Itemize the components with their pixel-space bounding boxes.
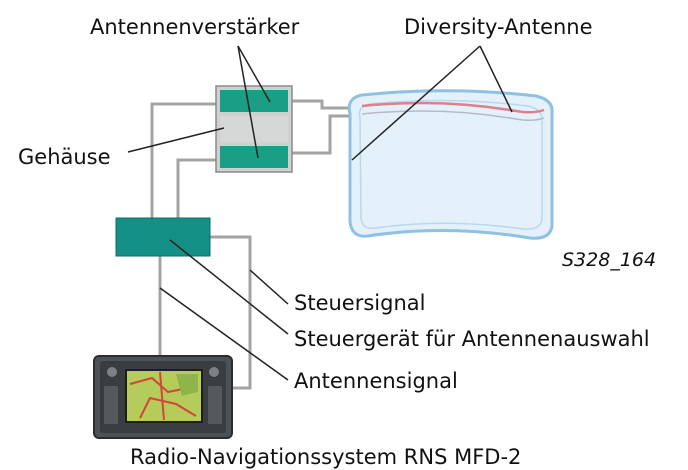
radio-buttons-right [208, 386, 222, 424]
windshield-glass [347, 89, 554, 240]
figure-code: S328_164 [562, 249, 656, 271]
leader-gehaeuse [127, 127, 225, 153]
leader-antennenverstaerker-2 [237, 45, 259, 159]
cable-harness [150, 99, 362, 390]
label-steuergeraet: Steuergerät für Antennenauswahl [294, 327, 650, 351]
radio-screen-map-area [176, 374, 198, 396]
antenna-amplifier-housing [215, 85, 293, 173]
leader-diversity-1 [479, 45, 513, 113]
windshield-icon [347, 89, 554, 240]
label-diversity-antenne: Diversity-Antenne [404, 15, 593, 39]
cable-amplifier-top-to-control [150, 102, 218, 220]
label-radio-navigation: Radio-Navigationssystem RNS MFD-2 [130, 445, 521, 469]
diversity-antenna-wire-2 [361, 110, 545, 122]
leader-steuersignal [249, 269, 289, 305]
radio-buttons-left [104, 386, 118, 424]
amplifier-lower [220, 146, 288, 168]
label-steuersignal: Steuersignal [294, 291, 425, 315]
windshield-inner-edge [358, 99, 543, 230]
label-gehaeuse: Gehäuse [18, 145, 111, 169]
leader-diversity-2 [351, 45, 481, 161]
label-antennenverstaerker: Antennenverstärker [90, 15, 300, 39]
cable-control-to-radio-steuersignal [210, 235, 252, 390]
control-unit-antenna-selection [115, 217, 211, 257]
leader-antennenverstaerker-1 [237, 45, 271, 103]
leader-steuergeraet [169, 239, 289, 335]
diversity-antenna-wire [361, 101, 545, 114]
radio-knob-right [209, 367, 219, 377]
radio-knob-left [107, 367, 117, 377]
leader-antennensignal [159, 287, 289, 381]
radio-navigation-unit-icon [93, 355, 233, 439]
cable-amplifier-to-antenna-2 [290, 114, 360, 155]
amplifier-upper [220, 90, 288, 112]
label-antennensignal: Antennensignal [294, 369, 458, 393]
leader-lines [127, 45, 513, 381]
cable-amplifier-bottom-to-control [176, 158, 218, 220]
cable-amplifier-to-antenna-1 [290, 99, 362, 110]
